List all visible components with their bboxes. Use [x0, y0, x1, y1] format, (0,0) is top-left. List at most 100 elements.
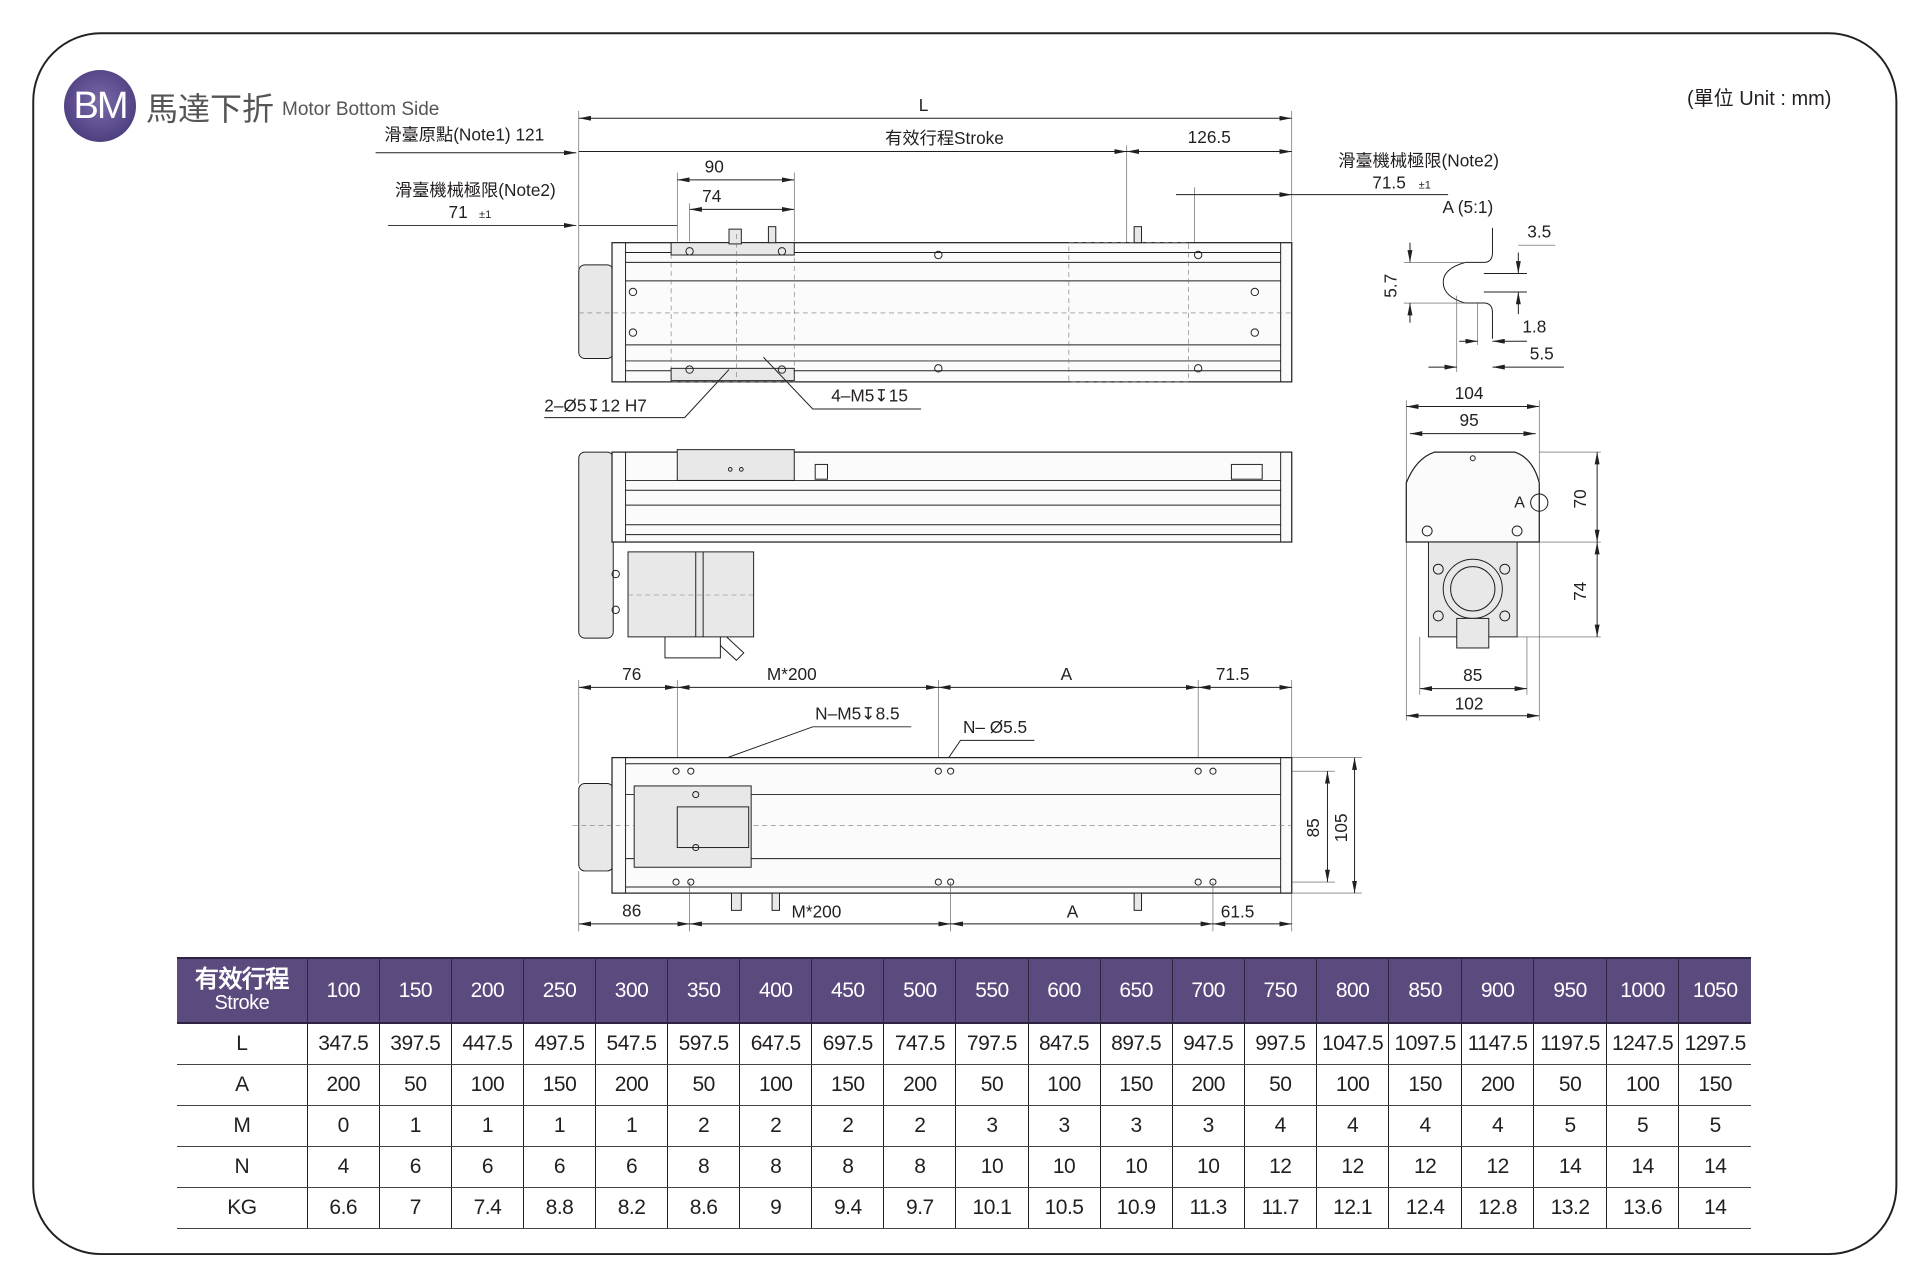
- table-cell: 150: [1678, 1064, 1751, 1106]
- row-label: N: [177, 1146, 308, 1188]
- dim-1-8: 1.8: [1522, 317, 1546, 337]
- table-cell: 2: [667, 1105, 740, 1147]
- table-cell: 12: [1243, 1146, 1317, 1188]
- table-cell: 997.5: [1243, 1023, 1317, 1065]
- stroke-header-zh: 有效行程: [194, 966, 289, 994]
- table-cell: 4: [1243, 1105, 1317, 1147]
- table-cell: 150: [1388, 1064, 1462, 1106]
- table-cell: 3: [955, 1105, 1028, 1147]
- dim-stroke: 有效行程Stroke: [885, 128, 1004, 148]
- table-cell: 50: [955, 1064, 1028, 1106]
- tap-hole-callout: 4–M5↧15: [831, 386, 908, 406]
- stroke-value-header: 900: [1460, 957, 1534, 1024]
- dim-74: 74: [702, 186, 722, 206]
- stroke-value-header: 150: [378, 957, 452, 1024]
- table-cell: 6.6: [306, 1187, 380, 1229]
- table-cell: 6: [595, 1146, 668, 1188]
- end-dim-85: 85: [1463, 665, 1482, 685]
- model-badge: BM: [64, 70, 136, 142]
- stroke-value-header: 850: [1388, 957, 1462, 1024]
- note2-left-value: 71: [449, 202, 468, 222]
- table-cell: 2: [883, 1105, 956, 1147]
- table-cell: 9: [739, 1187, 812, 1229]
- table-cell: 11.7: [1243, 1187, 1317, 1229]
- table-cell: 100: [450, 1064, 524, 1106]
- table-cell: 1047.5: [1315, 1023, 1389, 1065]
- bv-bot-61-5: 61.5: [1221, 902, 1255, 922]
- row-label: M: [177, 1105, 308, 1147]
- side-view: [578, 449, 1293, 661]
- table-cell: 7: [378, 1187, 452, 1229]
- row-label: L: [177, 1023, 308, 1065]
- end-dim-102: 102: [1455, 694, 1484, 714]
- table-cell: 4: [306, 1146, 380, 1188]
- stroke-value-header: 500: [883, 957, 956, 1024]
- dim-5-7: 5.7: [1380, 274, 1400, 298]
- table-cell: 8: [667, 1146, 740, 1188]
- table-cell: 12.8: [1460, 1187, 1534, 1229]
- stroke-value-header: 650: [1099, 957, 1173, 1024]
- page-border: [32, 32, 1898, 1256]
- table-cell: 100: [1605, 1064, 1679, 1106]
- table-cell: 12.1: [1315, 1187, 1389, 1229]
- table-cell: 1: [522, 1105, 596, 1147]
- table-cell: 100: [1315, 1064, 1389, 1106]
- table-cell: 797.5: [955, 1023, 1028, 1065]
- dim-126-5: 126.5: [1188, 127, 1231, 147]
- end-dim-70: 70: [1570, 489, 1590, 508]
- table-cell: 547.5: [595, 1023, 668, 1065]
- table-cell: 10: [955, 1146, 1028, 1188]
- dim-90: 90: [705, 156, 724, 176]
- table-cell: 0: [306, 1105, 380, 1147]
- table-cell: 12: [1460, 1146, 1534, 1188]
- table-cell: 6: [450, 1146, 524, 1188]
- detail-a-title: A (5:1): [1442, 197, 1493, 217]
- table-cell: 12.4: [1388, 1187, 1462, 1229]
- table-cell: 4: [1388, 1105, 1462, 1147]
- table-cell: 5: [1678, 1105, 1751, 1147]
- table-cell: 1147.5: [1460, 1023, 1534, 1065]
- table-cell: 347.5: [306, 1023, 380, 1065]
- table-cell: 13.6: [1605, 1187, 1679, 1229]
- table-cell: 200: [1460, 1064, 1534, 1106]
- table-cell: 647.5: [739, 1023, 812, 1065]
- table-cell: 5: [1533, 1105, 1607, 1147]
- stroke-header-en: Stroke: [214, 991, 270, 1014]
- table-cell: 1247.5: [1605, 1023, 1679, 1065]
- table-cell: 847.5: [1027, 1023, 1101, 1065]
- table-cell: 1: [378, 1105, 452, 1147]
- table-cell: 150: [522, 1064, 596, 1106]
- table-cell: 4: [1315, 1105, 1389, 1147]
- end-dim-95: 95: [1459, 410, 1478, 430]
- top-view: L 有效行程Stroke 126.5 滑臺原點(Note1) 121 90 74…: [375, 95, 1499, 419]
- table-cell: 10.9: [1099, 1187, 1173, 1229]
- table-cell: 9.7: [883, 1187, 956, 1229]
- table-cell: 11.3: [1171, 1187, 1245, 1229]
- stroke-value-header: 750: [1243, 957, 1317, 1024]
- table-cell: 5: [1605, 1105, 1679, 1147]
- end-dim-74: 74: [1570, 581, 1590, 601]
- table-cell: 2: [739, 1105, 812, 1147]
- table-cell: 50: [378, 1064, 452, 1106]
- table-cell: 2: [811, 1105, 884, 1147]
- note2-right-value: 71.5: [1372, 172, 1406, 192]
- table-cell: 3: [1171, 1105, 1245, 1147]
- table-cell: 8: [739, 1146, 812, 1188]
- table-cell: 6: [522, 1146, 596, 1188]
- table-cell: 200: [1171, 1064, 1245, 1106]
- table-cell: 100: [739, 1064, 812, 1106]
- table-cell: 397.5: [378, 1023, 452, 1065]
- pin-hole-callout: 2–Ø5↧12 H7: [544, 395, 647, 415]
- end-a-mark: A: [1514, 495, 1525, 512]
- table-cell: 12: [1315, 1146, 1389, 1188]
- row-label: KG: [177, 1187, 308, 1229]
- bv-bot-a: A: [1067, 902, 1079, 922]
- table-cell: 50: [667, 1064, 740, 1106]
- bv-top-71-5: 71.5: [1216, 664, 1250, 684]
- table-cell: 1: [450, 1105, 524, 1147]
- bv-top-m200: M*200: [767, 664, 817, 684]
- table-cell: 150: [811, 1064, 884, 1106]
- table-cell: 897.5: [1099, 1023, 1173, 1065]
